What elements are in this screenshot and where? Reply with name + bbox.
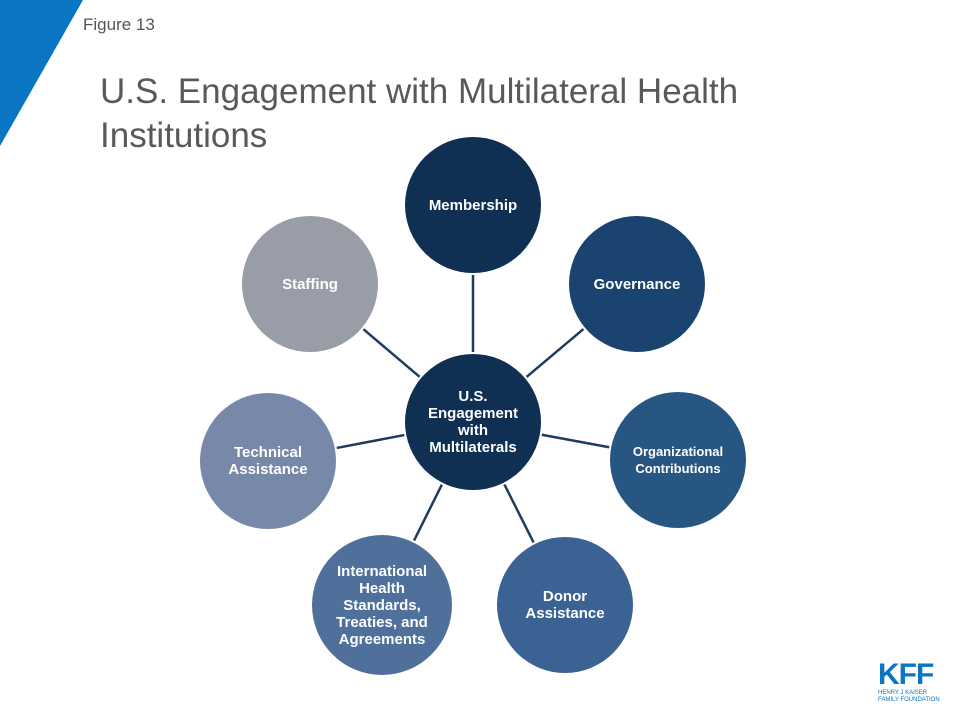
kff-logo: KFF HENRY J KAISER FAMILY FOUNDATION bbox=[878, 660, 948, 704]
node-label: Technical Assistance bbox=[228, 444, 308, 478]
connector-line-international-health-standards bbox=[412, 484, 443, 542]
node-label: Staffing bbox=[282, 275, 338, 293]
page-title: U.S. Engagement with Multilateral Health… bbox=[100, 72, 739, 155]
node-governance: Governance bbox=[569, 216, 705, 352]
logo-line1: HENRY J KAISER bbox=[878, 690, 928, 696]
logo-mark: KFF bbox=[878, 658, 934, 691]
accent-triangle bbox=[0, 0, 83, 146]
connector-line-technical-assistance bbox=[336, 433, 405, 450]
node-donor-assistance: Donor Assistance bbox=[497, 537, 633, 673]
node-staffing: Staffing bbox=[242, 216, 378, 352]
node-label: Donor Assistance bbox=[525, 588, 605, 622]
connector-line-organizational-contributions bbox=[541, 433, 610, 449]
node-label: International Health Standards, Treaties… bbox=[336, 562, 428, 648]
logo-line2: FAMILY FOUNDATION bbox=[878, 697, 940, 703]
node-label: Organizational Contributions bbox=[632, 444, 724, 476]
connector-line-governance bbox=[525, 328, 585, 378]
connector-line-donor-assistance bbox=[503, 483, 535, 544]
center-label: U.S. Engagement with Multilaterals bbox=[427, 388, 518, 456]
node-label: Membership bbox=[428, 196, 518, 214]
connector-line-staffing bbox=[362, 328, 421, 378]
node-label: Governance bbox=[593, 275, 681, 293]
figure-label: Figure 13 bbox=[83, 15, 155, 34]
center-node: U.S. Engagement with Multilaterals bbox=[405, 354, 541, 490]
node-organizational-contributions: Organizational Contributions bbox=[610, 392, 746, 528]
node-international-health-standards: International Health Standards, Treaties… bbox=[312, 535, 452, 675]
node-membership: Membership bbox=[405, 137, 541, 273]
node-technical-assistance: Technical Assistance bbox=[200, 393, 336, 529]
